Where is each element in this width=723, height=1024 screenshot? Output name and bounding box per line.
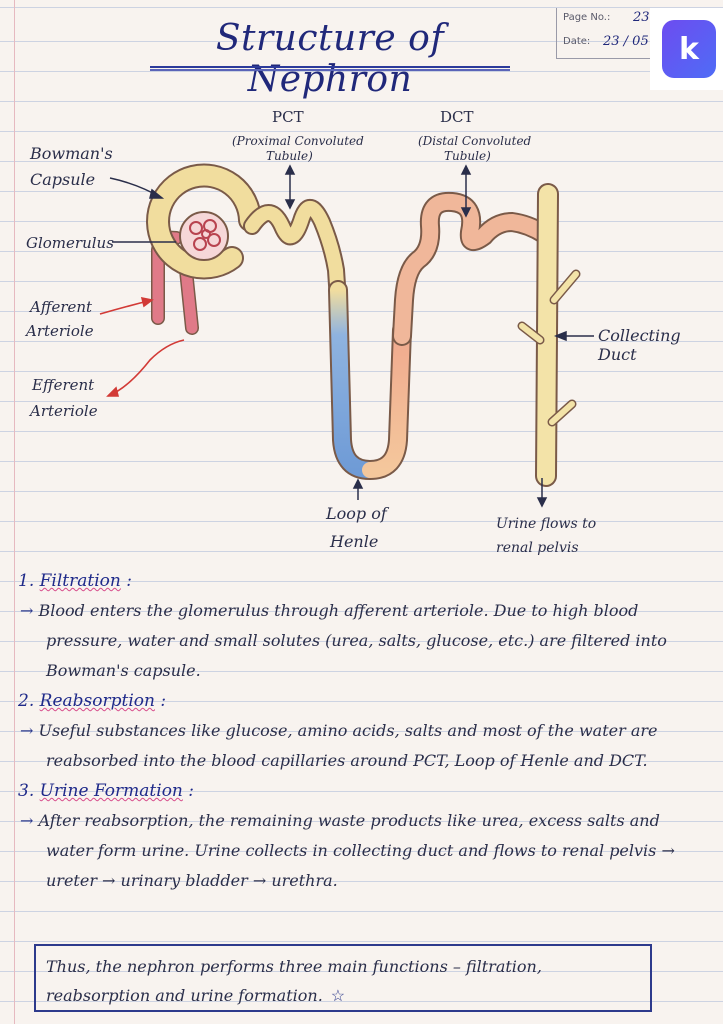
- label-pct: PCT: [272, 108, 304, 126]
- label-collecting-duct: Collecting Duct: [598, 326, 681, 364]
- label-dct-full: (Distal Convoluted: [418, 134, 532, 148]
- date-value: 23 / 05: [603, 34, 649, 49]
- nephron-diagram: [99, 163, 594, 508]
- heading-filtration: 1. Filtration :: [18, 571, 132, 591]
- para-text: Useful substances like glucose, amino ac…: [38, 721, 658, 770]
- page-info-box: Page No.: 23 Date: 23 / 05: [556, 8, 657, 59]
- arrow-icon: →: [20, 811, 34, 830]
- label-efferent-2: Arteriole: [30, 402, 98, 420]
- label-afferent-2: Arteriole: [26, 322, 94, 340]
- heading-number: 3.: [18, 781, 35, 801]
- label-urine-2: renal pelvis: [496, 540, 579, 556]
- label-dct: DCT: [440, 108, 474, 126]
- label-glomerulus: Glomerulus: [26, 234, 114, 252]
- glomerulus: [179, 211, 229, 261]
- page-title: Structure of Nephron: [215, 18, 445, 100]
- heading-reabsorption: 2. Reabsorption :: [18, 691, 167, 711]
- label-loop-2: Henle: [330, 532, 379, 551]
- page-no-label: Page No.:: [563, 12, 611, 23]
- heading-title: Urine Formation: [39, 781, 183, 801]
- heading-urine-formation: 3. Urine Formation :: [18, 781, 195, 801]
- heading-title: Filtration: [39, 571, 121, 591]
- label-efferent: Efferent: [32, 376, 95, 394]
- label-bowman: Bowman's: [30, 144, 113, 163]
- date-label: Date:: [563, 36, 591, 47]
- arrow-icon: →: [20, 601, 34, 620]
- summary-text: Thus, the nephron performs three main fu…: [46, 957, 542, 1005]
- label-loop: Loop of: [326, 504, 387, 523]
- notes-section: 1. Filtration : → Blood enters the glome…: [18, 566, 708, 896]
- para-urine-formation: → After reabsorption, the remaining wast…: [18, 806, 708, 896]
- page-no-value: 23: [633, 10, 650, 25]
- label-dct-full-2: Tubule): [444, 149, 491, 163]
- arrow-icon: →: [20, 721, 34, 740]
- title-underline: [150, 66, 510, 71]
- logo-letter: k: [679, 31, 699, 67]
- heading-number: 2.: [18, 691, 35, 711]
- heading-title: Reabsorption: [39, 691, 155, 711]
- margin-line: [14, 0, 15, 1024]
- para-filtration: → Blood enters the glomerulus through af…: [18, 596, 708, 686]
- summary-box: Thus, the nephron performs three main fu…: [34, 944, 652, 1012]
- label-pct-full: (Proximal Convoluted: [232, 134, 364, 148]
- para-text: After reabsorption, the remaining waste …: [38, 811, 675, 890]
- star-icon: ☆: [330, 986, 346, 1005]
- para-text: Blood enters the glomerulus through affe…: [38, 601, 667, 680]
- label-bowman-2: Capsule: [30, 170, 96, 189]
- heading-number: 1.: [18, 571, 35, 591]
- para-reabsorption: → Useful substances like glucose, amino …: [18, 716, 708, 776]
- label-afferent: Afferent: [30, 298, 93, 316]
- label-pct-full-2: Tubule): [266, 149, 313, 163]
- label-urine: Urine flows to: [496, 516, 597, 532]
- app-logo-icon[interactable]: k: [662, 20, 716, 78]
